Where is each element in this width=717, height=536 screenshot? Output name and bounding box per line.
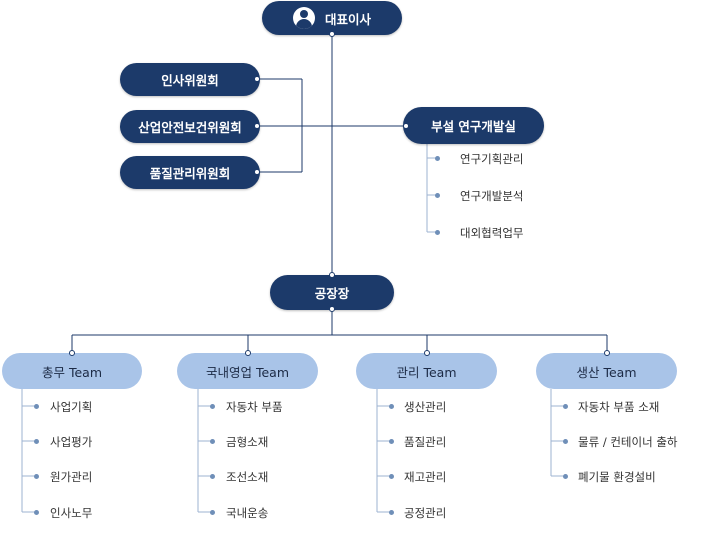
rnd-item: 연구개발분석 (460, 189, 524, 203)
bullet (389, 404, 394, 409)
team-admin: 관리 Team (356, 353, 497, 389)
team-item: 폐기물 환경설비 (578, 470, 656, 484)
bullet (210, 439, 215, 444)
rnd-label: 부설 연구개발실 (431, 119, 516, 134)
team-item: 국내운송 (226, 506, 269, 520)
committee-hr: 인사위원회 (120, 63, 260, 96)
team-general: 총무 Team (2, 353, 142, 389)
ceo-node: 대표이사 (262, 1, 402, 35)
team-item: 재고관리 (404, 470, 447, 484)
connector-dot (254, 76, 260, 82)
person-icon (292, 7, 315, 29)
plant-node: 공장장 (270, 275, 394, 310)
team-sales: 국내영업 Team (177, 353, 318, 389)
committee-label: 품질관리위원회 (149, 166, 231, 181)
bullet (34, 510, 39, 515)
bullet (210, 510, 215, 515)
team-production: 생산 Team (536, 353, 677, 389)
connector-dot (329, 272, 335, 278)
bullet (210, 404, 215, 409)
team-item: 원가관리 (50, 470, 93, 484)
connector-dot (254, 123, 260, 129)
connector-dot (424, 350, 430, 356)
team-label: 총무 Team (41, 364, 102, 380)
bullet (34, 474, 39, 479)
team-item: 사업기획 (50, 400, 93, 414)
team-item: 물류 / 컨테이너 출하 (578, 435, 678, 449)
rnd-node: 부설 연구개발실 (403, 107, 544, 144)
team-label: 국내영업 Team (205, 364, 289, 380)
connector-dot (403, 123, 409, 129)
bullet (435, 230, 440, 235)
bullet (563, 404, 568, 409)
committee-label: 산업안전보건위원회 (138, 120, 242, 135)
committee-safety: 산업안전보건위원회 (120, 110, 260, 143)
connector-dot (604, 350, 610, 356)
team-item: 인사노무 (50, 506, 93, 520)
bullet (563, 439, 568, 444)
team-item: 조선소재 (226, 470, 269, 484)
committee-quality: 품질관리위원회 (120, 156, 260, 189)
rnd-item: 대외협력업무 (460, 226, 524, 240)
bullet (389, 510, 394, 515)
bullet (34, 439, 39, 444)
team-item: 공정관리 (404, 506, 447, 520)
committee-label: 인사위원회 (161, 73, 219, 88)
team-item: 금형소재 (226, 435, 269, 449)
connector-dot (329, 306, 335, 312)
team-item: 생산관리 (404, 400, 447, 414)
team-item: 자동차 부품 (226, 400, 283, 414)
bullet (435, 156, 440, 161)
connector-dot (254, 169, 260, 175)
bullet (389, 474, 394, 479)
team-label: 관리 Team (396, 364, 457, 380)
team-label: 생산 Team (576, 364, 637, 380)
bullet (435, 193, 440, 198)
connector-dot (69, 350, 75, 356)
bullet (210, 474, 215, 479)
team-item: 품질관리 (404, 435, 447, 449)
bullet (563, 474, 568, 479)
connector-dot (329, 31, 335, 37)
ceo-label: 대표이사 (324, 11, 371, 27)
team-item: 자동차 부품 소재 (578, 400, 660, 414)
bullet (34, 404, 39, 409)
team-item: 사업평가 (50, 435, 93, 449)
rnd-item: 연구기획관리 (460, 152, 524, 166)
plant-label: 공장장 (314, 286, 350, 301)
connector-dot (245, 350, 251, 356)
bullet (389, 439, 394, 444)
